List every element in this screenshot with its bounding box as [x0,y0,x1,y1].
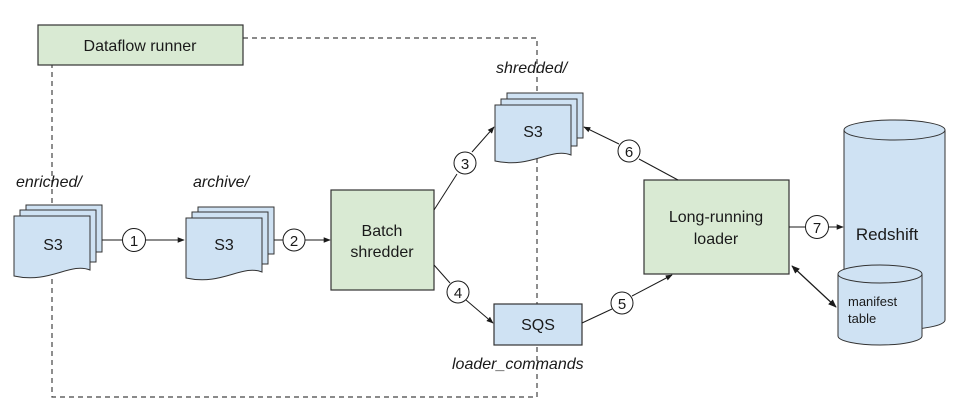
step-4-arrow: 4 [433,264,494,324]
dataflow-runner-label: Dataflow runner [84,38,198,55]
sqs-caption: loader_commands [452,356,584,373]
dataflow-runner-box[interactable]: Dataflow runner [37,24,244,66]
s3-enriched-label: S3 [43,237,63,254]
enriched-caption: enriched/ [16,174,83,191]
step-1-label: 1 [130,233,138,250]
s3-archive-label: S3 [214,237,234,254]
manifest-label-1: manifest [848,294,898,309]
manifest-table-node[interactable]: manifest table [837,264,923,346]
step-2-label: 2 [290,233,298,250]
step-5-label: 5 [618,296,626,313]
s3-shredded-node[interactable]: S3 [494,92,584,164]
step-6-label: 6 [625,144,633,161]
manifest-label-2: table [848,311,876,326]
step-6-arrow: 6 [583,126,679,181]
batch-shredder-label-2: shredder [350,244,414,261]
redshift-label: Redshift [856,225,919,244]
s3-shredded-label: S3 [523,124,543,141]
step-5-arrow: 5 [581,274,673,324]
sqs-node[interactable]: SQS [493,303,583,346]
step-4-label: 4 [454,285,462,302]
shredded-caption: shredded/ [496,60,569,77]
s3-archive-node[interactable]: S3 [185,206,275,281]
s3-enriched-node[interactable]: S3 [13,204,103,279]
step-1-arrow: 1 [102,228,185,252]
batch-shredder-node[interactable]: Batch shredder [330,189,435,291]
step-7-arrow: 7 [789,215,844,239]
loader-label-2: loader [694,231,739,248]
long-running-loader-node[interactable]: Long-running loader [643,179,790,275]
step-3-label: 3 [461,156,469,173]
sqs-label: SQS [521,317,555,334]
step-3-arrow: 3 [433,126,495,211]
batch-shredder-label-1: Batch [362,223,403,240]
dataflow-runner-boundary [51,37,538,398]
archive-caption: archive/ [193,174,251,191]
loader-label-1: Long-running [669,209,763,226]
step-2-arrow: 2 [274,228,331,252]
loader-manifest-arrow [791,265,837,308]
step-7-label: 7 [813,220,821,237]
